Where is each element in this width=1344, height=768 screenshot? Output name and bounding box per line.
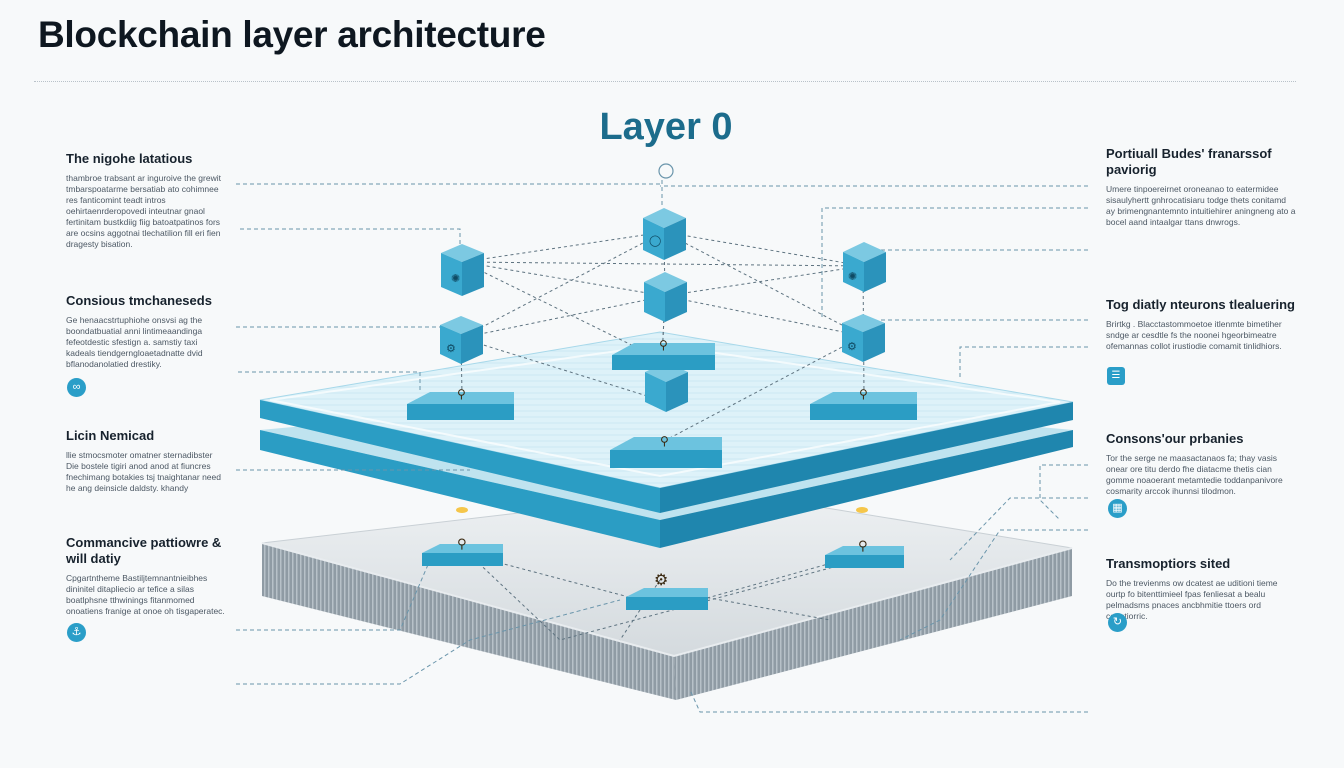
root-connector [658, 163, 674, 179]
svg-text:⚲: ⚲ [660, 434, 669, 448]
link-icon: ∞ [67, 378, 86, 397]
left-panel-1: The nigohe latatious thambroe trabsant a… [66, 151, 226, 250]
svg-text:⚲: ⚲ [457, 537, 467, 552]
right-panel-heading: Transmoptiors sited [1106, 556, 1231, 571]
svg-text:✺: ✺ [848, 270, 857, 283]
svg-text:⚙: ⚙ [847, 340, 857, 353]
svg-text:◯: ◯ [649, 234, 661, 247]
svg-text:✺: ✺ [451, 272, 460, 285]
right-panel-body: Do the trevienms ow dcatest ae uditioni … [1106, 578, 1278, 621]
cycle-icon: ↻ [1108, 613, 1127, 632]
leader-lines [236, 180, 1088, 713]
svg-text:⚲: ⚲ [457, 387, 466, 401]
node-cube: ⚙ [440, 316, 483, 364]
node-tile: ⚙ [626, 570, 708, 610]
svg-text:⚲: ⚲ [859, 387, 868, 401]
layer-label: Layer 0 [599, 106, 733, 148]
right-panel-body: Tor the serge ne maasactanaos fa; thay v… [1106, 453, 1283, 496]
node-cube: ✺ [843, 242, 886, 292]
left-panel-body: thambroe trabsant ar inguroive the grewi… [66, 173, 221, 249]
left-panel-4: Commancive pattiowre & will datiy Cpgart… [66, 535, 226, 617]
right-panel-4: Transmoptiors sited Do the trevienms ow … [1106, 556, 1296, 622]
node-tile: ⚲ [612, 338, 715, 370]
wallet-icon: ▦ [1108, 499, 1127, 518]
node-cube: ✺ [441, 244, 484, 296]
page-title: Blockchain layer architecture [38, 14, 546, 55]
base-layer [261, 489, 1073, 700]
right-panel-heading: Tog diatly nteurons tlealuering [1106, 297, 1295, 312]
svg-text:⚲: ⚲ [659, 338, 668, 352]
node-cube [644, 272, 687, 322]
left-panel-heading: Consious tmchaneseds [66, 293, 212, 308]
left-panel-body: llie stmocsmoter omatner sternadibster D… [66, 450, 221, 493]
node-tile: ⚲ [422, 537, 503, 566]
node-tile: ⚲ [407, 387, 514, 420]
left-panel-heading: The nigohe latatious [66, 151, 193, 166]
node-cube: ◯ [643, 208, 686, 260]
node-tile: ⚲ [610, 434, 722, 468]
right-panel-body: Brirtkg . Blacctastommoetoe itlenmte bim… [1106, 319, 1282, 351]
right-panel-1: Portiuall Budes' franarssof paviorig Ume… [1106, 146, 1296, 228]
right-panel-body: Umere tinpoereirnet oroneanao to eatermi… [1106, 184, 1296, 227]
right-panel-2: Tog diatly nteurons tlealuering Brirtkg … [1106, 297, 1296, 352]
node-tile: ⚲ [825, 539, 904, 568]
right-panel-3: Consons'our prbanies Tor the serge ne ma… [1106, 431, 1296, 497]
right-panel-heading: Portiuall Budes' franarssof paviorig [1106, 146, 1272, 177]
left-panel-heading: Commancive pattiowre & will datiy [66, 535, 222, 566]
left-panel-heading: Licin Nemicad [66, 428, 155, 443]
right-panel-heading: Consons'our prbanies [1106, 431, 1244, 446]
anchor-icon: ⚓ [67, 623, 86, 642]
svg-text:⚙: ⚙ [446, 342, 456, 355]
node-cube: ⚙ [842, 314, 885, 362]
left-panel-2: Consious tmchaneseds Ge henaacstrtuphioh… [66, 293, 226, 370]
left-panel-3: Licin Nemicad llie stmocsmoter omatner s… [66, 428, 226, 494]
glow-dot [456, 507, 468, 513]
network-lines [460, 231, 865, 641]
node-tile: ⚲ [810, 387, 917, 420]
svg-text:⚲: ⚲ [858, 539, 868, 554]
stack-icon: ☰ [1107, 367, 1125, 385]
left-panel-body: Ge henaacstrtuphiohe onsvsi ag the boond… [66, 315, 203, 369]
title-divider [34, 81, 1296, 82]
svg-text:⚙: ⚙ [654, 570, 668, 589]
glow-dot [856, 507, 868, 513]
left-panel-body: Cpgartntheme Bastiljtemnantnieibhes dini… [66, 573, 225, 616]
